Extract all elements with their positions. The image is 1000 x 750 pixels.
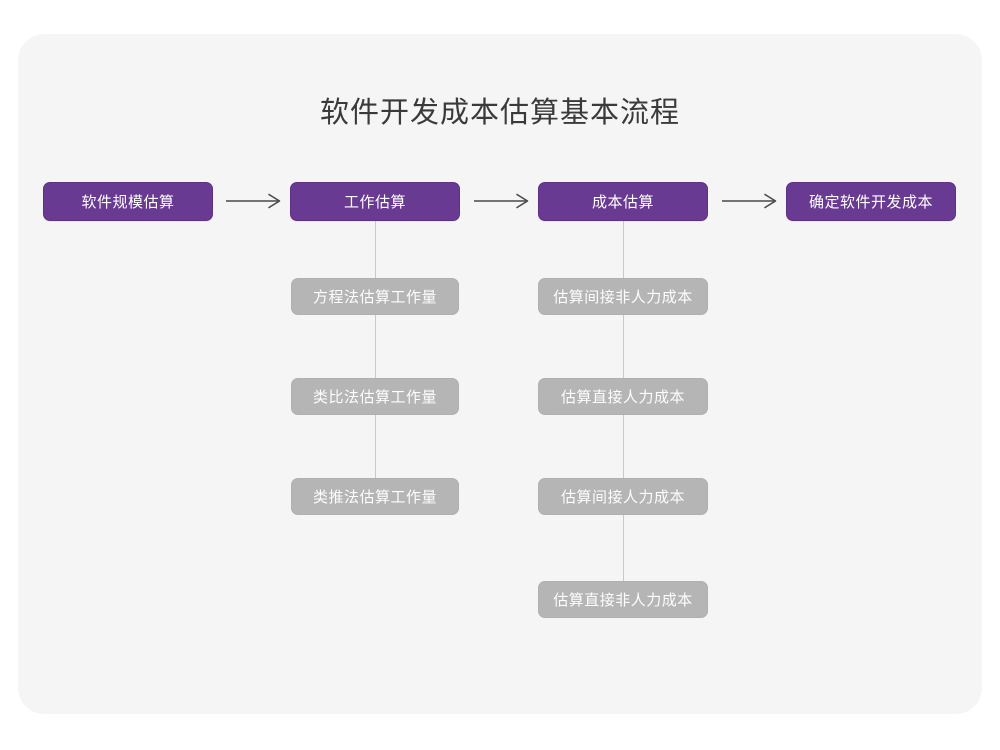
branch-cost-item-indirect-nonlabor[interactable]: 估算间接非人力成本 bbox=[538, 278, 708, 315]
branch-cost-item-indirect-labor[interactable]: 估算间接人力成本 bbox=[538, 478, 708, 515]
flow-step-determine-development-cost[interactable]: 确定软件开发成本 bbox=[786, 182, 956, 221]
arrow-right-icon-1 bbox=[221, 190, 289, 212]
arrow-right-icon-2 bbox=[469, 190, 537, 212]
node-label: 工作估算 bbox=[343, 193, 406, 211]
branch-effort-item-equation-method[interactable]: 方程法估算工作量 bbox=[291, 278, 459, 315]
node-label: 估算间接非人力成本 bbox=[553, 288, 693, 306]
flow-step-cost-estimation[interactable]: 成本估算 bbox=[538, 182, 708, 221]
diagram-title: 软件开发成本估算基本流程 bbox=[319, 95, 680, 129]
branch-cost-item-direct-labor[interactable]: 估算直接人力成本 bbox=[538, 378, 708, 415]
node-label: 估算直接非人力成本 bbox=[553, 591, 693, 609]
connector-effort-spine bbox=[375, 221, 376, 481]
node-label: 成本估算 bbox=[591, 193, 654, 211]
branch-cost-item-direct-nonlabor[interactable]: 估算直接非人力成本 bbox=[538, 581, 708, 618]
diagram-panel bbox=[18, 34, 982, 714]
node-label: 确定软件开发成本 bbox=[808, 193, 933, 211]
branch-effort-item-analogy-method[interactable]: 类比法估算工作量 bbox=[291, 378, 459, 415]
node-label: 类推法估算工作量 bbox=[312, 488, 437, 506]
node-label: 软件规模估算 bbox=[81, 193, 175, 211]
node-label: 类比法估算工作量 bbox=[312, 388, 437, 406]
arrow-right-icon-3 bbox=[717, 190, 785, 212]
flow-step-effort-estimation[interactable]: 工作估算 bbox=[290, 182, 460, 221]
node-label: 方程法估算工作量 bbox=[312, 288, 437, 306]
node-label: 估算直接人力成本 bbox=[560, 388, 685, 406]
flow-step-software-scale-estimation[interactable]: 软件规模估算 bbox=[43, 182, 213, 221]
branch-effort-item-analogical-method[interactable]: 类推法估算工作量 bbox=[291, 478, 459, 515]
node-label: 估算间接人力成本 bbox=[560, 488, 685, 506]
